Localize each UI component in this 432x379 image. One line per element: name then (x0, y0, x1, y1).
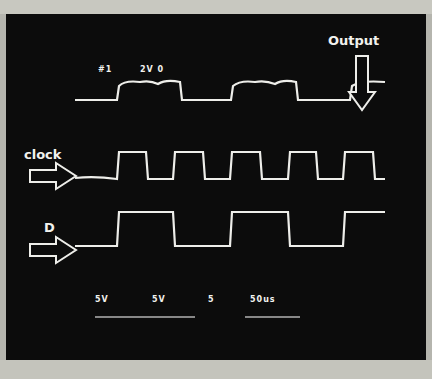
d-trace (75, 212, 385, 246)
bottom-strip (0, 360, 432, 379)
readout-line (95, 316, 195, 318)
scope-readout: 5 (208, 296, 215, 304)
scope-readout: 50us (250, 296, 276, 304)
scope-readout: 2V 0 (140, 66, 164, 74)
readout-line (245, 316, 300, 318)
signal-name: Output (328, 34, 379, 47)
clock-arrow (30, 163, 76, 189)
signal-name: clock (24, 148, 61, 161)
signal-name: D (44, 221, 55, 234)
output-trace (75, 81, 385, 100)
scope-readout: 5V (152, 296, 166, 304)
output-arrow (349, 56, 375, 110)
top-strip (0, 0, 432, 14)
scope-readout: 5V (95, 296, 109, 304)
scope-screen (6, 14, 426, 360)
scope-readout: #1 (98, 66, 112, 74)
d-arrow (30, 237, 76, 263)
clock-trace (75, 152, 385, 179)
